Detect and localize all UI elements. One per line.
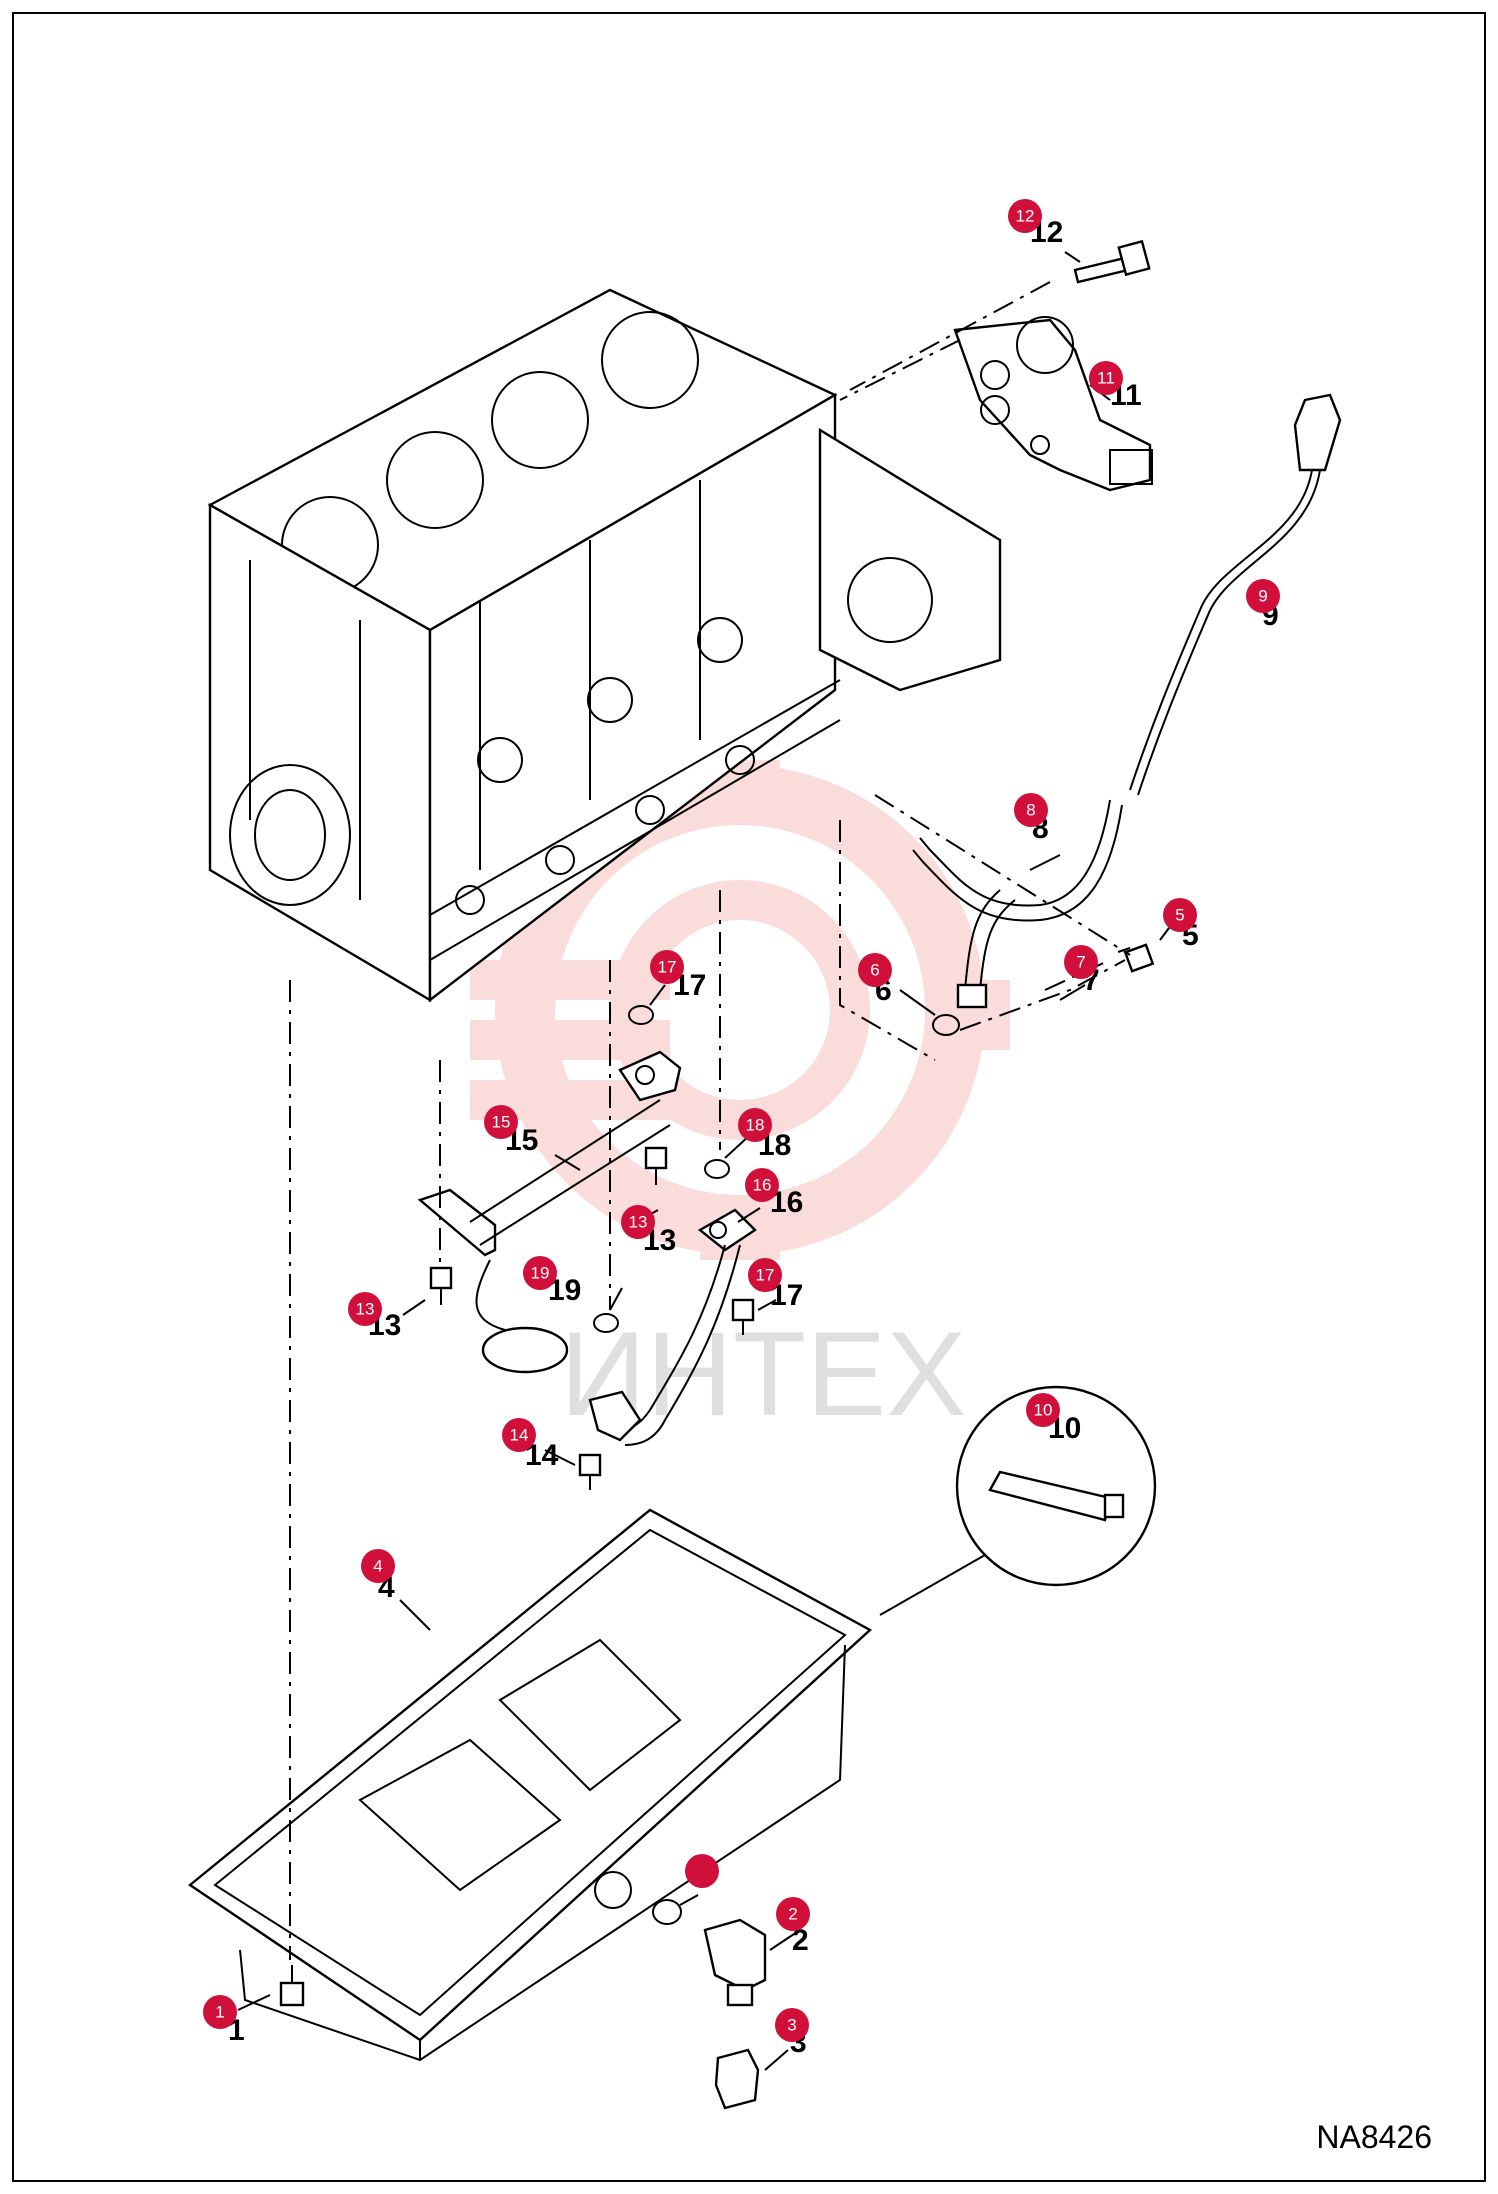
bolt-5 — [1117, 943, 1155, 973]
svg-text:3: 3 — [787, 2016, 796, 2035]
callout-badge-13a: 13 — [621, 1205, 655, 1239]
svg-text:18: 18 — [746, 1116, 765, 1135]
callout-badge-19 — [685, 1854, 719, 1888]
bolt-13b — [429, 1266, 453, 1305]
oil-pump — [953, 316, 1153, 492]
o-ring-6 — [932, 1014, 960, 1036]
o-ring-19 — [652, 1899, 682, 1925]
oil-pan — [187, 1508, 873, 2062]
callout-badge-10: 10 — [1026, 1393, 1060, 1427]
svg-text:2: 2 — [788, 1905, 797, 1924]
svg-text:14: 14 — [510, 1426, 529, 1445]
svg-text:16: 16 — [753, 1176, 772, 1195]
callout-badge-4: 4 — [361, 1549, 395, 1583]
bolt-14 — [578, 1453, 602, 1490]
svg-text:6: 6 — [870, 961, 879, 980]
callout-badges: 12 11 9 8 5 7 6 17 15 18 16 13 19 17 13 … — [203, 199, 1280, 2042]
callout-badge-11: 11 — [1089, 361, 1123, 395]
nut — [714, 2048, 760, 2110]
o-ring-17c — [593, 1313, 619, 1333]
svg-text:11: 11 — [1097, 369, 1115, 388]
o-ring-17a — [628, 1005, 654, 1025]
svg-text:9: 9 — [1258, 587, 1267, 606]
elbow-fitting — [703, 1918, 767, 2007]
callout-badge-16: 16 — [745, 1168, 779, 1202]
figure-reference-code: NA8426 — [1316, 2119, 1432, 2155]
svg-text:12: 12 — [1016, 207, 1035, 226]
callout-badge-6: 6 — [858, 953, 892, 987]
callout-badge-8: 8 — [1014, 793, 1048, 827]
svg-text:17: 17 — [658, 958, 677, 977]
svg-text:10: 10 — [1034, 1401, 1053, 1420]
svg-text:13: 13 — [356, 1300, 375, 1319]
engine-block — [207, 288, 1002, 1003]
callout-badge-1: 1 — [203, 1995, 237, 2029]
bolt-1 — [279, 1965, 305, 2007]
svg-text:17: 17 — [756, 1266, 775, 1285]
callout-badge-17a: 17 — [650, 950, 684, 984]
sealant-detail — [879, 1385, 1157, 1616]
oil-strainer — [417, 1050, 682, 1374]
svg-text:19: 19 — [531, 1264, 550, 1283]
bolt-12 — [1073, 239, 1151, 284]
bolt-13a — [644, 1146, 668, 1185]
callout-badge-15: 15 — [484, 1105, 518, 1139]
callout-badge-17c: 19 — [523, 1256, 557, 1290]
drawing-frame — [12, 12, 1486, 2182]
o-ring-17b — [704, 1159, 730, 1179]
callout-badge-3: 3 — [775, 2008, 809, 2042]
callout-badge-2: 2 — [776, 1897, 810, 1931]
bolt-18 — [731, 1298, 755, 1335]
dipstick-tube — [912, 799, 1123, 1009]
callout-badge-12: 12 — [1008, 199, 1042, 233]
svg-text:8: 8 — [1026, 801, 1035, 820]
callout-badge-5: 5 — [1163, 898, 1197, 932]
svg-text:5: 5 — [1175, 906, 1184, 925]
svg-text:4: 4 — [373, 1557, 382, 1576]
callout-badge-7: 7 — [1064, 945, 1098, 979]
dipstick — [1129, 393, 1342, 796]
callout-badge-9: 9 — [1246, 579, 1280, 613]
assembly-lines — [289, 281, 1131, 1960]
svg-text:7: 7 — [1076, 953, 1085, 972]
svg-text:1: 1 — [215, 2003, 224, 2022]
callout-badge-17b: 18 — [738, 1108, 772, 1142]
part-label-2: 2 — [792, 1924, 809, 1957]
callout-badge-18: 17 — [748, 1258, 782, 1292]
svg-text:13: 13 — [629, 1213, 648, 1232]
svg-text:15: 15 — [492, 1113, 511, 1132]
callout-badge-14: 14 — [502, 1418, 536, 1452]
callout-badge-13b: 13 — [348, 1292, 382, 1326]
